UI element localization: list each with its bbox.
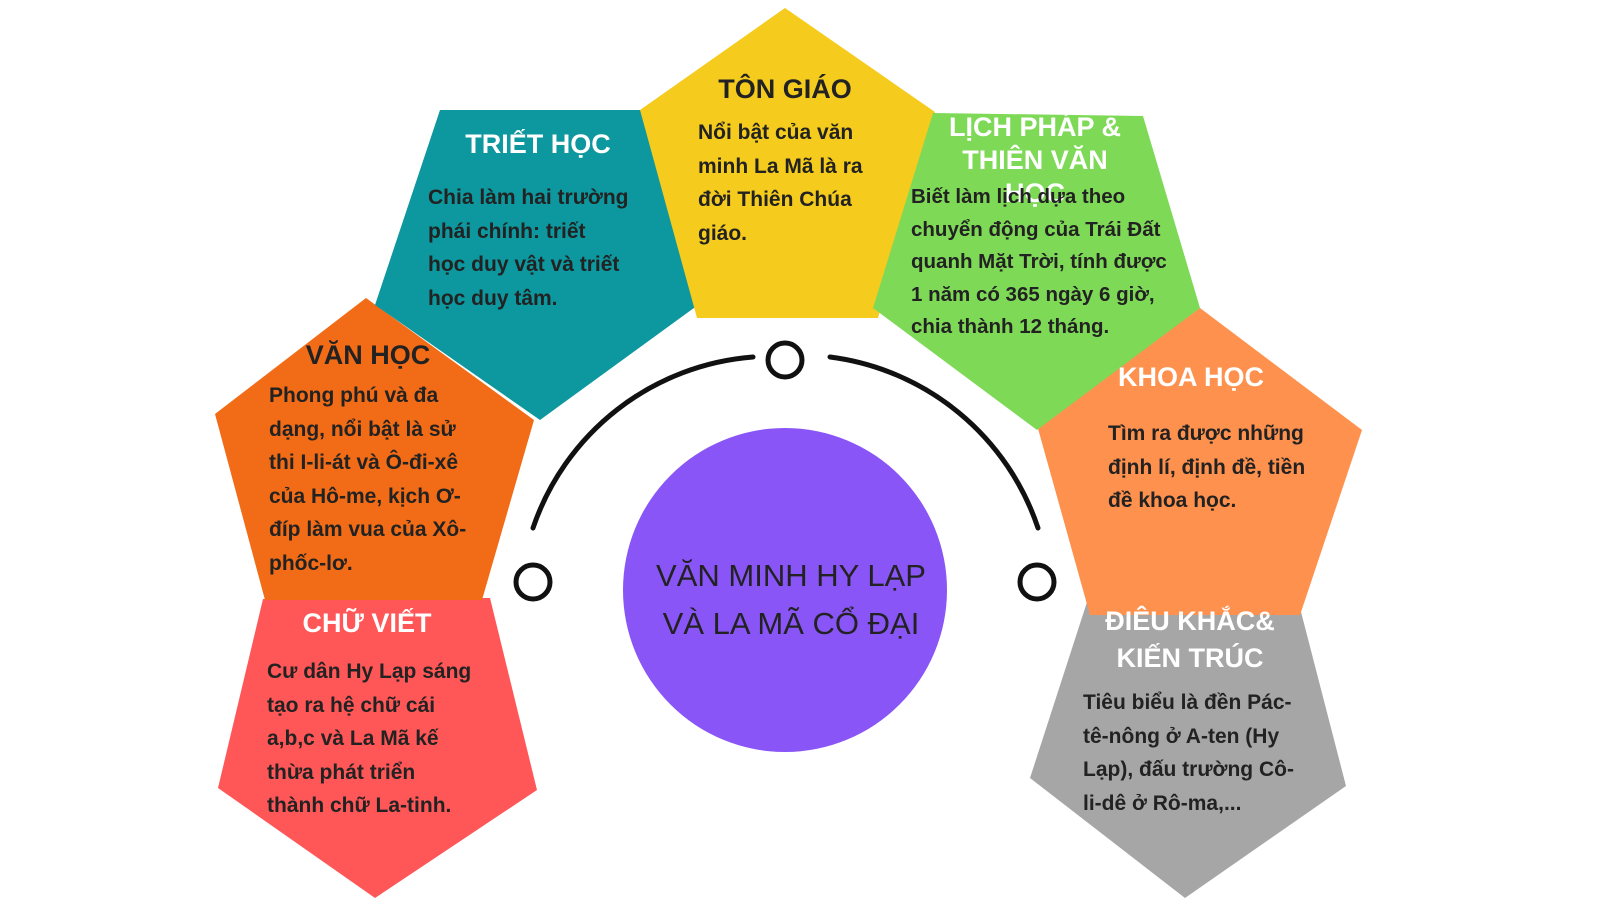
pentagon-writing <box>218 598 537 898</box>
pentagon-calendar <box>873 113 1200 430</box>
connector-arc-left <box>530 354 756 531</box>
sculpture-body: Tiêu biểu là đền Pác-tê-nông ở A-ten (Hy… <box>1083 691 1294 815</box>
center-circle <box>623 428 947 752</box>
pentagon-religion <box>640 8 935 318</box>
arc-top-node <box>765 340 805 380</box>
pentagon-literature <box>215 298 534 600</box>
arc-left-node <box>513 562 553 602</box>
science-title: KHOA HỌC <box>1118 362 1264 392</box>
pentagon-philosophy <box>375 110 698 420</box>
calendar-title: LỊCH PHÁP &THIÊN VĂN HỌC <box>948 112 1122 208</box>
sculpture-title: ĐIÊU KHẮC&KIẾN TRÚC <box>1105 606 1275 673</box>
arc-right-node <box>1017 562 1057 602</box>
literature-title: VĂN HỌC <box>305 340 431 370</box>
connector-arc-right <box>827 354 1041 531</box>
writing-title: CHỮ VIẾT <box>302 608 432 638</box>
pentagon-sculpture <box>1030 599 1346 898</box>
pentagon-science <box>1037 308 1362 615</box>
philosophy-title: TRIẾT HỌC <box>465 129 611 159</box>
religion-title: TÔN GIÁO <box>718 74 852 104</box>
